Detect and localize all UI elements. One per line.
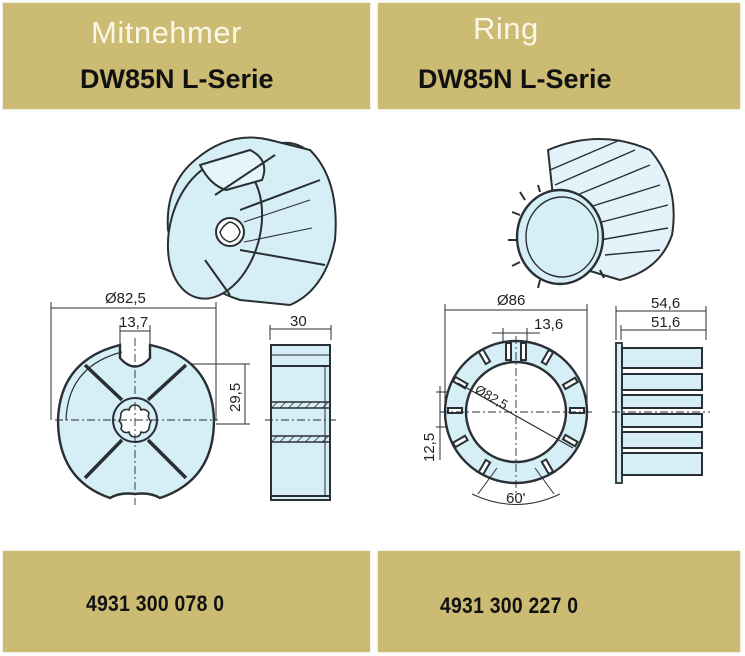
- mitnehmer-part-number-bar: 4931 300 078 0: [3, 551, 370, 652]
- ring-header: Ring DW85N L-Serie: [378, 3, 740, 109]
- mitnehmer-part-number: 4931 300 078 0: [86, 591, 225, 616]
- ring-part-number-bar: 4931 300 227 0: [378, 551, 740, 652]
- mitnehmer-diameter-label: Ø82,5: [105, 290, 146, 307]
- mitnehmer-header: Mitnehmer DW85N L-Serie: [3, 3, 370, 109]
- ring-3d-view: [508, 138, 675, 289]
- mitnehmer-front-view: [50, 302, 250, 505]
- ring-angle-label: 60': [506, 490, 526, 507]
- ring-offset-label: 12,5: [421, 433, 438, 462]
- ring-outer-diameter-label: Ø86: [497, 292, 525, 309]
- ring-side-view: [612, 306, 710, 484]
- ring-technical-drawing: Ø86 13,6 Ø82,5 12,5 60' 54,6 51,6: [421, 138, 710, 507]
- ring-body-length-label: 51,6: [651, 314, 680, 331]
- mitnehmer-title: Mitnehmer: [91, 15, 242, 50]
- mitnehmer-slot-depth-label: 29,5: [227, 383, 244, 412]
- mitnehmer-slot-width-label: 13,7: [119, 314, 148, 331]
- ring-slot-width-label: 13,6: [534, 316, 563, 333]
- mitnehmer-side-view: [265, 325, 336, 501]
- mitnehmer-technical-drawing: Ø82,5 13,7 29,5 30: [50, 136, 337, 505]
- ring-title: Ring: [473, 11, 539, 46]
- ring-total-length-label: 54,6: [651, 295, 680, 312]
- ring-part-number: 4931 300 227 0: [440, 593, 579, 618]
- mitnehmer-width-label: 30: [290, 313, 307, 330]
- ring-series: DW85N L-Serie: [418, 64, 612, 94]
- ring-front-view: [436, 304, 592, 505]
- mitnehmer-series: DW85N L-Serie: [80, 64, 274, 94]
- mitnehmer-3d-view: [166, 136, 337, 306]
